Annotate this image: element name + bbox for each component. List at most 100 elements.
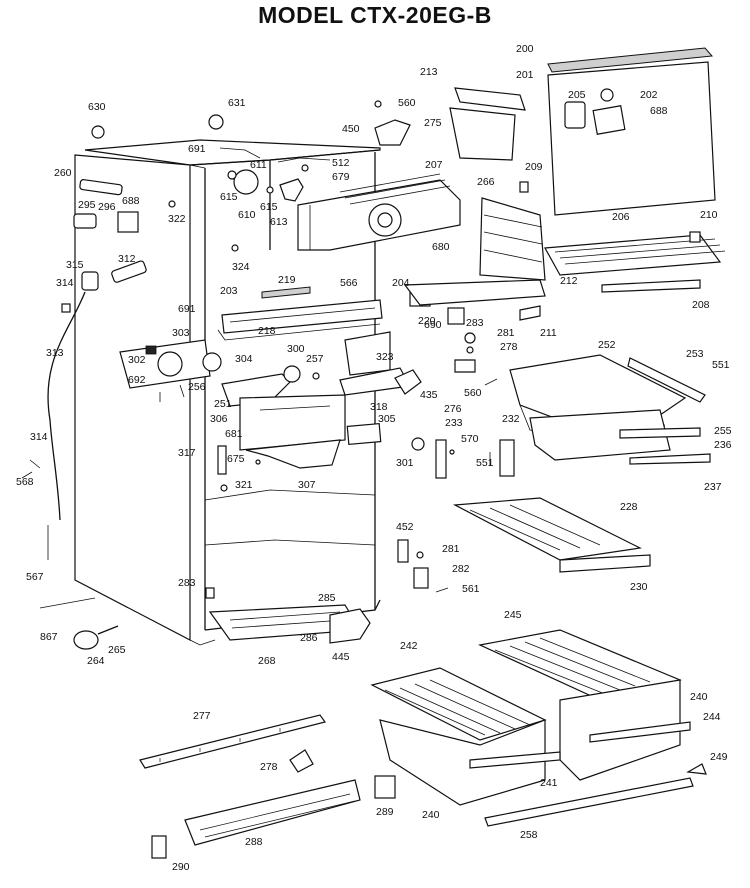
part-label-867: 867 bbox=[40, 631, 58, 643]
small-parts bbox=[205, 539, 449, 599]
part-label-307: 307 bbox=[298, 479, 316, 491]
part-label-610: 610 bbox=[238, 209, 256, 221]
part-label-233: 233 bbox=[445, 417, 463, 429]
part-label-244: 244 bbox=[703, 711, 721, 723]
part-label-679: 679 bbox=[332, 171, 350, 183]
part-label-312: 312 bbox=[118, 253, 136, 265]
part-label-560: 560 bbox=[464, 387, 482, 399]
part-label-551: 551 bbox=[712, 359, 730, 371]
hinge-bracket bbox=[339, 331, 422, 396]
part-label-301: 301 bbox=[396, 457, 414, 469]
part-label-278: 278 bbox=[500, 341, 518, 353]
part-label-321: 321 bbox=[235, 479, 253, 491]
part-label-210: 210 bbox=[700, 209, 718, 221]
meat-pan bbox=[509, 354, 711, 465]
part-label-236: 236 bbox=[714, 439, 732, 451]
part-label-692: 692 bbox=[128, 374, 146, 386]
part-label-445: 445 bbox=[332, 651, 350, 663]
part-label-220: 220 bbox=[418, 315, 436, 327]
part-label-688: 688 bbox=[122, 195, 140, 207]
part-label-278: 278 bbox=[260, 761, 278, 773]
part-label-212: 212 bbox=[560, 275, 578, 287]
part-label-206: 206 bbox=[612, 211, 630, 223]
part-label-213: 213 bbox=[420, 66, 438, 78]
shelf-lower bbox=[452, 497, 651, 573]
part-label-314: 314 bbox=[56, 277, 74, 289]
part-label-450: 450 bbox=[342, 123, 360, 135]
part-label-256: 256 bbox=[188, 381, 206, 393]
part-label-306: 306 bbox=[210, 413, 228, 425]
part-label-208: 208 bbox=[692, 299, 710, 311]
part-label-300: 300 bbox=[287, 343, 305, 355]
part-label-276: 276 bbox=[444, 403, 462, 415]
part-label-252: 252 bbox=[598, 339, 616, 351]
part-label-314: 314 bbox=[30, 431, 48, 443]
cabinet-body bbox=[74, 139, 381, 646]
part-label-286: 286 bbox=[300, 632, 318, 644]
part-label-296: 296 bbox=[98, 201, 116, 213]
base-grille-parts bbox=[139, 604, 396, 859]
part-label-283: 283 bbox=[178, 577, 196, 589]
part-label-201: 201 bbox=[516, 69, 534, 81]
part-label-290: 290 bbox=[172, 861, 190, 873]
door-panel bbox=[547, 47, 716, 216]
shelves-upper bbox=[403, 197, 726, 321]
part-label-281: 281 bbox=[497, 327, 515, 339]
part-label-568: 568 bbox=[16, 476, 34, 488]
part-label-202: 202 bbox=[640, 89, 658, 101]
part-label-218: 218 bbox=[258, 325, 276, 337]
part-label-205: 205 bbox=[568, 89, 586, 101]
diagram-title: MODEL CTX-20EG-B bbox=[258, 2, 492, 28]
part-label-690: 690 bbox=[424, 319, 442, 331]
part-label-611: 611 bbox=[250, 159, 267, 171]
part-label-237: 237 bbox=[704, 481, 722, 493]
part-label-219: 219 bbox=[278, 274, 296, 286]
part-label-303: 303 bbox=[172, 327, 190, 339]
part-label-258: 258 bbox=[520, 829, 538, 841]
part-label-302: 302 bbox=[128, 354, 146, 366]
part-label-680: 680 bbox=[432, 241, 450, 253]
control-tubing bbox=[21, 114, 239, 650]
part-label-322: 322 bbox=[168, 213, 186, 225]
part-label-260: 260 bbox=[54, 167, 72, 179]
part-label-561: 561 bbox=[462, 583, 480, 595]
part-label-304: 304 bbox=[235, 353, 253, 365]
part-label-245: 245 bbox=[504, 609, 522, 621]
part-label-211: 211 bbox=[540, 327, 557, 339]
part-label-691: 691 bbox=[188, 143, 206, 155]
part-label-241: 241 bbox=[540, 777, 558, 789]
part-label-282: 282 bbox=[452, 563, 470, 575]
part-label-240: 240 bbox=[690, 691, 708, 703]
part-label-675: 675 bbox=[227, 453, 245, 465]
part-label-452: 452 bbox=[396, 521, 414, 533]
evaporator-cover bbox=[217, 286, 383, 341]
part-label-251: 251 bbox=[214, 398, 232, 410]
part-label-257: 257 bbox=[306, 353, 324, 365]
part-label-266: 266 bbox=[477, 176, 495, 188]
light-housing bbox=[217, 394, 425, 492]
evaporator-fan-assembly bbox=[219, 100, 461, 251]
part-label-249: 249 bbox=[710, 751, 728, 763]
part-label-615: 615 bbox=[220, 191, 238, 203]
part-label-324: 324 bbox=[232, 261, 250, 273]
part-label-283: 283 bbox=[466, 317, 484, 329]
part-label-264: 264 bbox=[87, 655, 105, 667]
part-label-681: 681 bbox=[225, 428, 243, 440]
part-label-265: 265 bbox=[108, 644, 126, 656]
part-label-615: 615 bbox=[260, 201, 278, 213]
part-label-204: 204 bbox=[392, 277, 410, 289]
part-label-318: 318 bbox=[370, 401, 388, 413]
part-label-551: 551 bbox=[476, 457, 494, 469]
part-label-560: 560 bbox=[398, 97, 416, 109]
part-label-630: 630 bbox=[88, 101, 106, 113]
part-label-566: 566 bbox=[340, 277, 358, 289]
door-dairy-parts bbox=[409, 87, 529, 479]
part-label-512: 512 bbox=[332, 157, 350, 169]
part-label-631: 631 bbox=[228, 97, 246, 109]
part-label-567: 567 bbox=[26, 571, 44, 583]
part-label-228: 228 bbox=[620, 501, 638, 513]
part-label-232: 232 bbox=[502, 413, 520, 425]
